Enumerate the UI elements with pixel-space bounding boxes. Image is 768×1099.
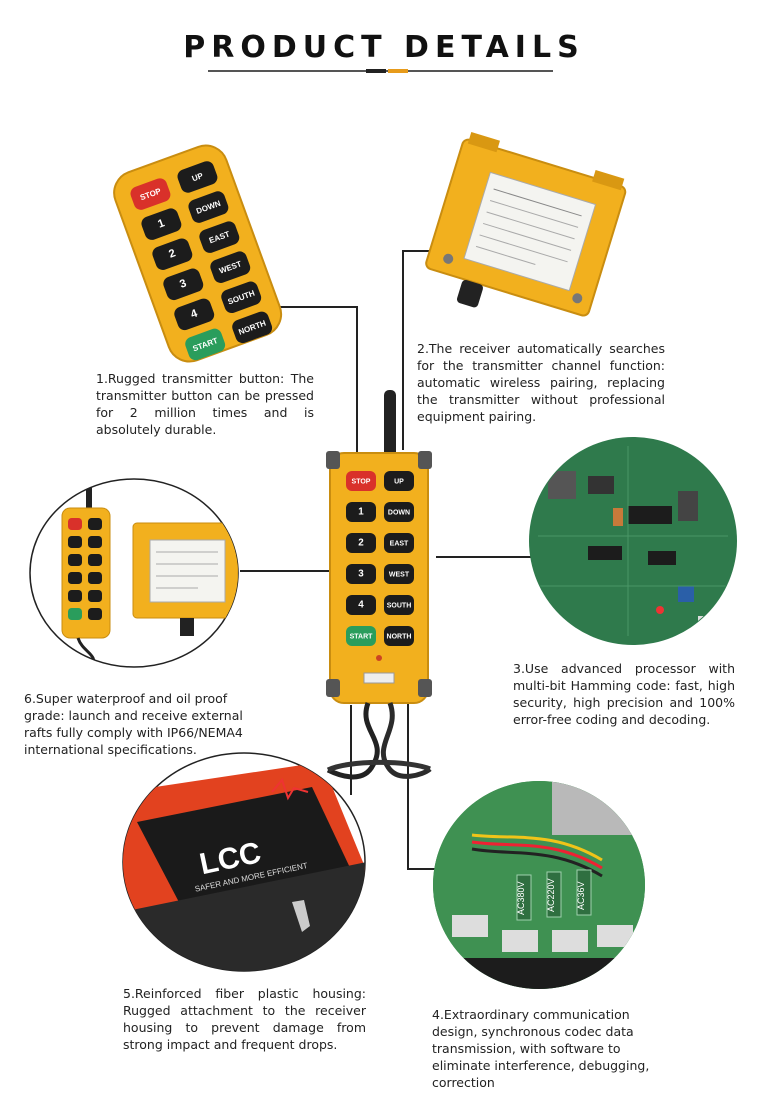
key-label-4: 4: [189, 307, 200, 321]
key-4: [68, 590, 82, 602]
key-south: [221, 281, 262, 314]
key-north: [232, 311, 273, 344]
key-label-up: UP: [191, 171, 205, 183]
key-east: [384, 533, 414, 553]
key-label-1: 1: [156, 217, 166, 230]
key-label-north: NORTH: [387, 633, 412, 640]
key-east: [199, 221, 240, 253]
key-label-3: 3: [358, 568, 364, 579]
key-label-2: 2: [358, 537, 364, 548]
key-label-3: 3: [178, 277, 188, 290]
key-label-down: DOWN: [388, 509, 410, 516]
housing-closeup-image: LCC SAFER AND MORE EFFICIENT: [122, 752, 367, 972]
key-up: [177, 161, 218, 193]
key-3: [163, 268, 204, 301]
key-up: [384, 471, 414, 491]
key-up: [88, 518, 102, 530]
title-accent-orange: [388, 69, 408, 73]
key-start: [185, 328, 226, 361]
key-3: [346, 564, 376, 584]
key-label-start: START: [350, 633, 374, 640]
key-2: [346, 533, 376, 553]
key-label-south: SOUTH: [387, 602, 412, 609]
svg-text:AC380V: AC380V: [516, 881, 526, 915]
feature-5-caption: 5.Reinforced fiber plastic housing: Rugg…: [123, 986, 366, 1052]
key-2: [68, 554, 82, 566]
processor-pcb-image: [528, 436, 738, 646]
key-label-4: 4: [358, 599, 364, 610]
connector-line-5: [350, 705, 352, 795]
svg-text:AC220V: AC220V: [546, 878, 556, 912]
key-stop: [130, 178, 171, 210]
key-north: [384, 626, 414, 646]
connector-line-3: [436, 556, 532, 558]
key-south: [88, 590, 102, 602]
key-2: [152, 238, 193, 270]
connector-line-1-h: [258, 306, 358, 308]
transmitter-main-image: STOP UP 1 DOWN 2 EAST 3 WEST 4 SOUTH START NORTH: [318, 385, 438, 805]
key-3: [68, 572, 82, 584]
key-1: [141, 208, 182, 240]
waterproof-detail-image: [28, 478, 241, 668]
key-west: [88, 572, 102, 584]
key-stop: [68, 518, 82, 530]
key-west: [210, 251, 251, 283]
title-accent-dark: [366, 69, 386, 73]
key-east: [88, 554, 102, 566]
key-1: [346, 502, 376, 522]
connector-line-2-v: [402, 250, 404, 450]
connector-line-6: [240, 570, 330, 572]
key-down: [384, 502, 414, 522]
key-start: [68, 608, 82, 620]
connector-line-1-v: [356, 306, 358, 456]
feature-1-caption: 1.Rugged transmitter button: The transmi…: [96, 371, 314, 437]
feature-2-caption: 2.The receiver automatically searches fo…: [417, 341, 665, 424]
key-label-east: EAST: [390, 540, 409, 547]
feature-6-caption: 6.Super waterproof and oil proof grade: …: [24, 691, 243, 757]
connector-line-4-v: [407, 700, 409, 870]
feature-4-caption: 4.Extraordinary communication design, sy…: [432, 1007, 650, 1090]
key-1: [68, 536, 82, 548]
key-label-up: UP: [394, 478, 404, 485]
connector-line-2-h: [402, 250, 432, 252]
key-west: [384, 564, 414, 584]
page-title: PRODUCT DETAILS: [183, 30, 585, 65]
key-down: [88, 536, 102, 548]
key-label-stop: STOP: [352, 478, 371, 485]
svg-text:AC36V: AC36V: [576, 881, 586, 910]
receiver-image: [425, 130, 627, 330]
key-down: [188, 191, 229, 223]
key-4: [174, 298, 215, 331]
key-4: [346, 595, 376, 615]
key-start: [346, 626, 376, 646]
key-label-1: 1: [358, 506, 364, 517]
communication-pcb-image: AC380V AC220V AC36V: [432, 780, 647, 990]
key-south: [384, 595, 414, 615]
key-label-west: WEST: [389, 571, 410, 578]
key-stop: [346, 471, 376, 491]
key-north: [88, 608, 102, 620]
feature-3-caption: 3.Use advanced processor with multi-bit …: [513, 661, 735, 727]
connector-line-4-h: [407, 868, 435, 870]
key-label-2: 2: [167, 247, 177, 260]
